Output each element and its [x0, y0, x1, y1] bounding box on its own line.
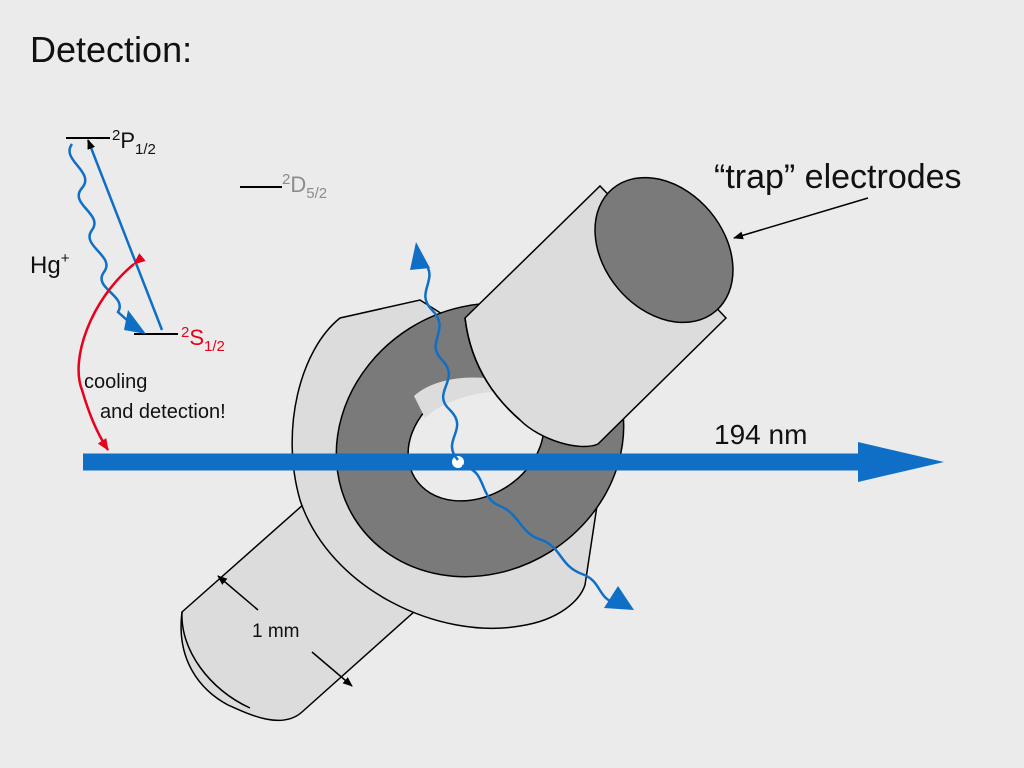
upper-electrode — [464, 176, 734, 448]
emission-arrow-head — [124, 310, 146, 334]
ion-label: Hg+ — [30, 250, 70, 279]
detection-label: and detection! — [100, 401, 226, 423]
cooling-arrow — [77, 253, 146, 451]
electrodes-label: “trap” electrodes — [714, 158, 962, 196]
excitation-arrow — [86, 139, 164, 331]
d-level-label: 2D5/2 — [282, 171, 327, 202]
photon-down-head — [604, 586, 634, 610]
wavelength-label: 194 nm — [714, 419, 807, 450]
p-level-label: 2P1/2 — [112, 127, 156, 158]
electrodes-pointer — [733, 197, 869, 240]
slide-title: Detection: — [30, 29, 192, 70]
scale-arrow-start — [217, 575, 259, 611]
cooling-label: cooling — [84, 371, 147, 393]
laser-arrow-head — [858, 442, 944, 482]
ion-dot — [452, 456, 464, 468]
s-level-label: 2S1/2 — [181, 324, 225, 355]
photon-down — [461, 464, 613, 604]
photon-up — [423, 261, 459, 461]
emission-wave-arrow — [68, 143, 139, 331]
scale-arrow-end — [311, 651, 353, 687]
photon-up-head — [410, 242, 430, 270]
upper-electrode-face — [594, 176, 734, 324]
scale-label: 1 mm — [252, 621, 300, 642]
